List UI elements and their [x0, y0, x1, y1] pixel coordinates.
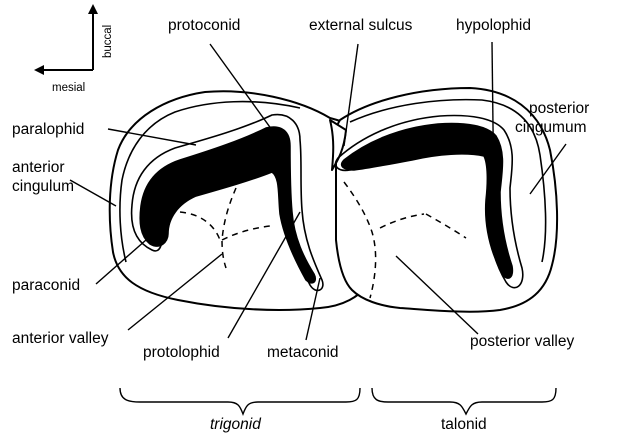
label-hypolophid: hypolophid: [456, 17, 531, 34]
orientation-compass: buccal mesial: [34, 4, 114, 94]
label-posterior-valley: posterior valley: [470, 333, 574, 350]
label-anterior-cingulum-1: anterior: [12, 159, 65, 176]
label-protoconid: protoconid: [168, 17, 240, 34]
buccal-label: buccal: [102, 25, 114, 58]
label-anterior-cingulum-2: cingulum: [12, 178, 74, 195]
label-anterior-valley: anterior valley: [12, 330, 109, 347]
label-posterior-cingumum-2: cingumum: [515, 119, 587, 136]
label-external-sulcus: external sulcus: [309, 17, 413, 34]
leader-anterior-cingulum: [70, 180, 116, 206]
label-protolophid: protolophid: [143, 344, 220, 361]
label-metaconid: metaconid: [267, 344, 339, 361]
group-braces: trigonid talonid: [120, 388, 556, 433]
label-paraconid: paraconid: [12, 277, 80, 294]
talonid-brace: [372, 388, 556, 414]
label-talonid: talonid: [441, 416, 487, 433]
mesial-arrowhead-icon: [34, 65, 44, 75]
mesial-label: mesial: [52, 82, 85, 94]
label-trigonid: trigonid: [210, 416, 262, 433]
trigonid-brace: [120, 388, 360, 414]
buccal-arrowhead-icon: [88, 4, 98, 14]
label-paralophid: paralophid: [12, 121, 84, 138]
label-posterior-cingumum-1: posterior: [529, 100, 589, 117]
